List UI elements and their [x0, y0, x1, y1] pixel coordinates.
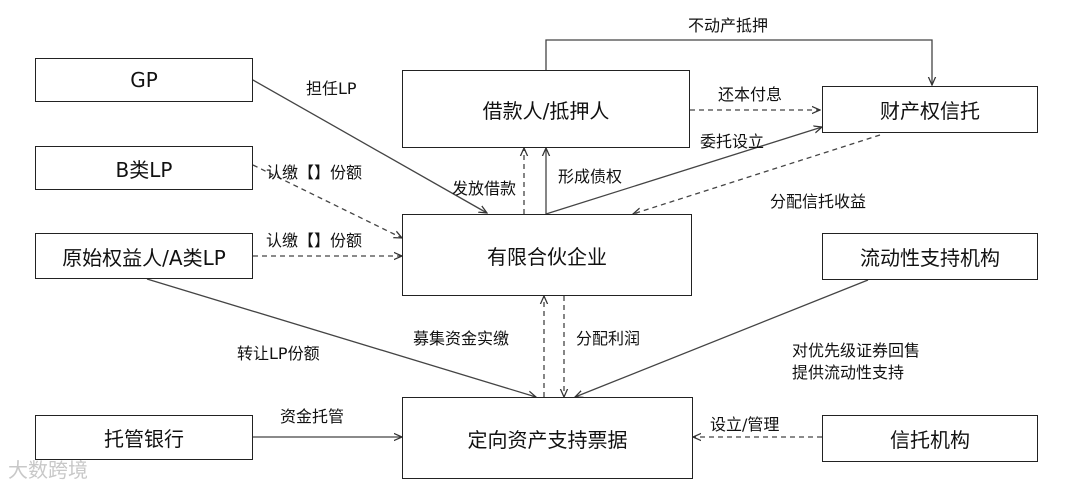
label-transfer-lp: 转让LP份额 — [237, 344, 320, 363]
node-custody-bank: 托管银行 — [35, 415, 253, 460]
node-property-trust: 财产权信托 — [822, 86, 1038, 133]
node-borrower: 借款人/抵押人 — [402, 70, 690, 148]
arrow-subscribe-b — [252, 164, 402, 238]
arrow-entrust — [545, 127, 822, 215]
label-repay: 还本付息 — [718, 85, 783, 104]
label-gp-lp: 担任LP — [306, 79, 357, 98]
arrow-distribute-trust — [633, 134, 881, 214]
label-lend: 发放借款 — [452, 179, 517, 198]
arrow-transfer-lp — [146, 278, 536, 397]
label-distribute-profit: 分配利润 — [576, 329, 641, 348]
watermark: 大数跨境 — [8, 458, 88, 482]
node-partnership: 有限合伙企业 — [402, 214, 692, 296]
node-trust-org: 信托机构 — [822, 415, 1038, 462]
node-gp: GP — [35, 58, 253, 102]
label-subscribe-a: 认缴【】份额 — [266, 231, 363, 250]
arrow-gp-lp — [252, 79, 487, 213]
label-entrust: 委托设立 — [700, 132, 765, 151]
label-distribute-trust: 分配信托收益 — [770, 192, 867, 211]
label-raise-funds: 募集资金实缴 — [413, 329, 510, 348]
label-setup-manage: 设立/管理 — [710, 415, 780, 434]
node-b-lp: B类LP — [35, 146, 253, 190]
node-asset-backed-note: 定向资产支持票据 — [402, 397, 693, 479]
label-subscribe-b: 认缴【】份额 — [266, 163, 363, 182]
label-mortgage: 不动产抵押 — [688, 16, 769, 35]
arrow-mortgage — [545, 39, 932, 85]
node-liquidity-provider: 流动性支持机构 — [822, 233, 1038, 280]
arrow-liquidity — [575, 279, 869, 397]
label-liquidity-support: 提供流动性支持 — [792, 363, 905, 382]
label-fund-custody: 资金托管 — [280, 407, 345, 426]
label-claim: 形成债权 — [558, 167, 623, 186]
node-original-lp: 原始权益人/A类LP — [35, 233, 253, 279]
label-repurchase: 对优先级证券回售 — [792, 341, 921, 360]
